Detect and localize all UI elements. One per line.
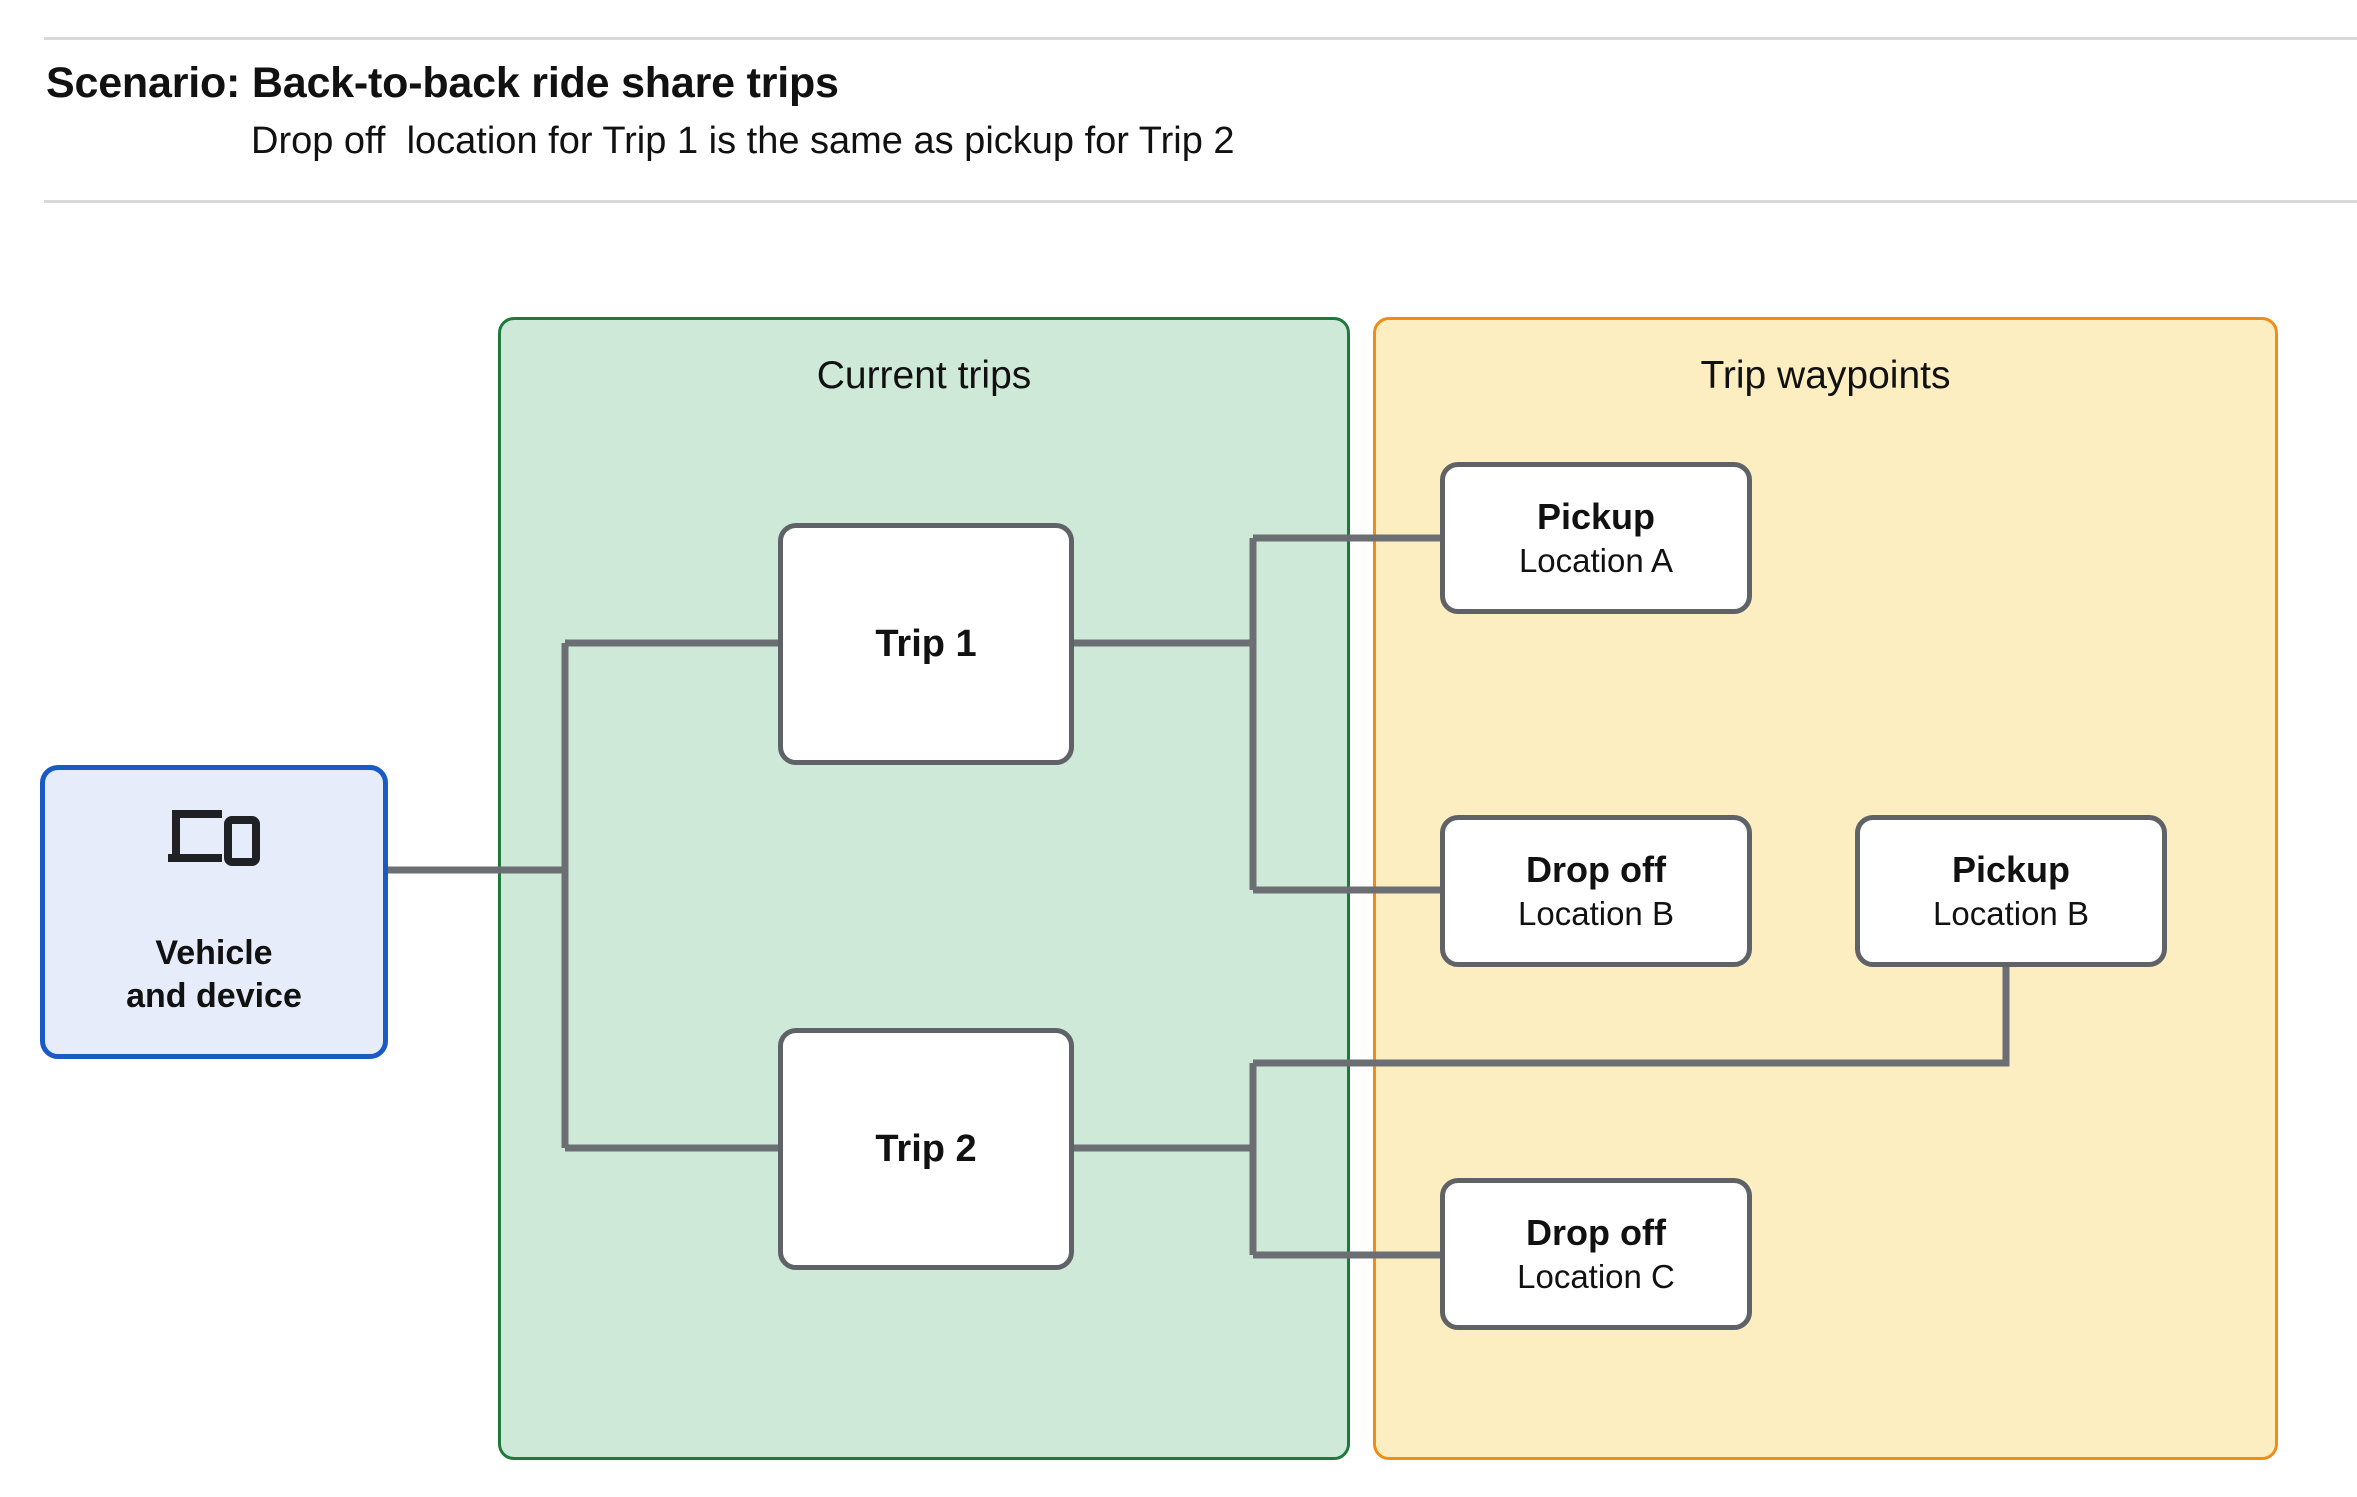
waypoint-type-label: Pickup: [1951, 848, 2071, 890]
waypoint-type-label: Drop off: [1526, 848, 1666, 890]
node-waypoint-dropoff-location-c[interactable]: Drop off Location C: [1440, 1178, 1752, 1330]
node-trip-1[interactable]: Trip 1: [778, 523, 1074, 765]
node-vehicle-and-device[interactable]: Vehicle and device: [40, 765, 388, 1059]
node-trip-1-label: Trip 1: [875, 622, 977, 665]
waypoint-type-label: Pickup: [1536, 495, 1656, 537]
header: Scenario: Back-to-back ride share trips …: [46, 58, 1746, 164]
panel-current-trips: Current trips: [498, 317, 1350, 1460]
node-waypoint-pickup-location-b[interactable]: Pickup Location B: [1855, 815, 2167, 967]
waypoint-location-label: Location A: [1518, 541, 1674, 579]
node-waypoint-dropoff-location-b[interactable]: Drop off Location B: [1440, 815, 1752, 967]
header-divider-bottom: [44, 200, 2357, 203]
devices-icon: [168, 810, 260, 867]
panel-trip-waypoints-label: Trip waypoints: [1700, 354, 1951, 397]
header-divider-top: [44, 37, 2357, 40]
waypoint-location-label: Location B: [1518, 894, 1674, 932]
panel-current-trips-label: Current trips: [816, 354, 1032, 397]
page-title: Scenario: Back-to-back ride share trips: [46, 59, 839, 107]
page-subtitle: Drop off location for Trip 1 is the same…: [251, 119, 1235, 162]
node-vehicle-label: Vehicle and device: [126, 934, 302, 1015]
node-trip-2-label: Trip 2: [875, 1127, 977, 1170]
waypoint-location-label: Location C: [1517, 1257, 1675, 1295]
waypoint-location-label: Location B: [1933, 894, 2089, 932]
waypoint-type-label: Drop off: [1526, 1211, 1666, 1253]
node-waypoint-pickup-location-a[interactable]: Pickup Location A: [1440, 462, 1752, 614]
node-trip-2[interactable]: Trip 2: [778, 1028, 1074, 1270]
